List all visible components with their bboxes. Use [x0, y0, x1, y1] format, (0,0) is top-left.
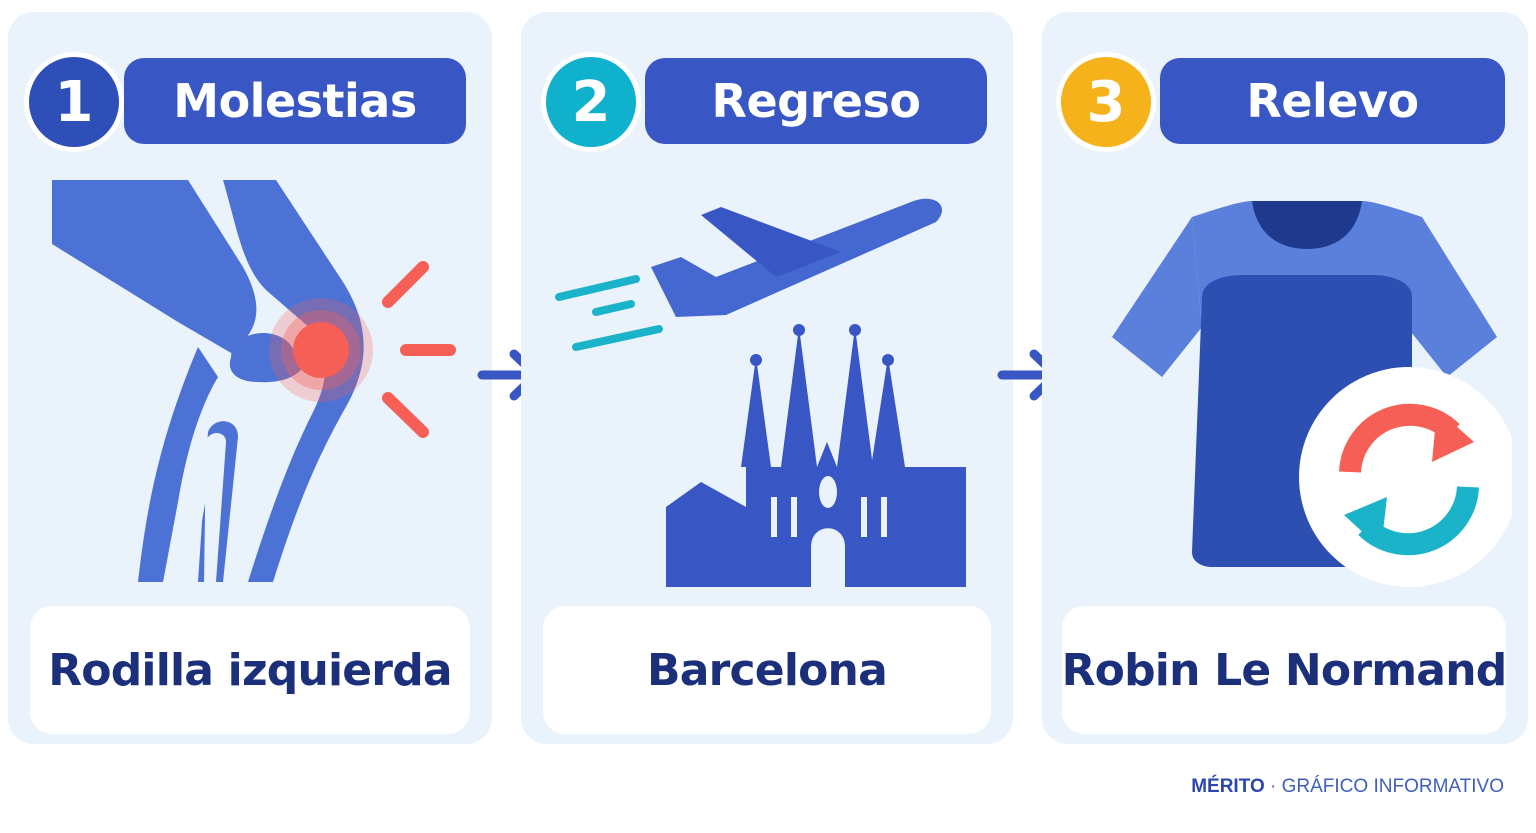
step-title-pill: Relevo [1160, 58, 1505, 144]
step-number-badge: 1 [24, 52, 124, 152]
step-number-badge: 3 [1056, 52, 1156, 152]
step-number-badge: 2 [541, 52, 641, 152]
step-label: Robin Le Normand [1062, 606, 1507, 734]
footer-text: GRÁFICO INFORMATIVO [1281, 776, 1504, 797]
step-title-pill: Molestias [124, 58, 466, 144]
step-panel-1: 1 Molestias Rodilla izquierda [8, 12, 492, 744]
shirt-substitution-icon [1112, 201, 1512, 587]
step-label: Barcelona [543, 606, 991, 734]
airplane-barcelona-icon [555, 198, 966, 587]
step-title-pill: Regreso [645, 58, 987, 144]
footer-separator: · [1264, 776, 1282, 797]
knee-pain-icon [52, 180, 456, 583]
footer-brand: MÉRITO [1191, 776, 1265, 797]
footer-credit: MÉRITO · GRÁFICO INFORMATIVO [1191, 776, 1504, 798]
step-label: Rodilla izquierda [30, 606, 470, 734]
step-panel-2: 2 Regreso [521, 12, 1013, 744]
step-panel-3: 3 Relevo Robin Le Normand [1042, 12, 1528, 744]
